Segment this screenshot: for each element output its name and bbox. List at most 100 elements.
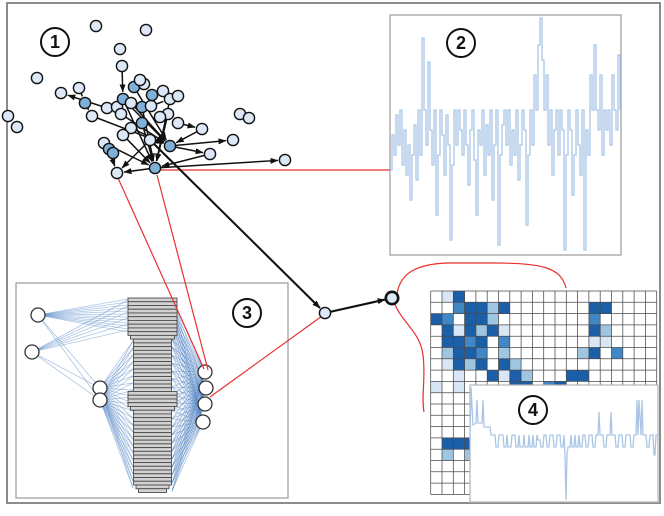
red-connector-chain-to-heatmap-top: [396, 262, 567, 295]
fan-edge: [171, 387, 207, 444]
spine-bar: [133, 435, 172, 441]
spine-bar: [133, 469, 172, 475]
fan-edge: [171, 354, 207, 389]
spine-bar: [133, 383, 172, 389]
red-connector-chain-to-bipartite: [209, 315, 323, 398]
heatmap-cell: [577, 347, 589, 359]
heatmap-cell: [442, 336, 454, 348]
fan-edge: [99, 340, 134, 389]
heatmap-cell: [475, 324, 488, 337]
network-node: [145, 88, 159, 102]
spine-bar: [133, 409, 172, 415]
fan-edge: [37, 313, 129, 316]
spine-bar: [133, 357, 172, 363]
network-node: [110, 166, 124, 180]
heatmap-cell: [600, 302, 612, 314]
network-node: [78, 96, 92, 110]
spine-bar: [127, 394, 178, 400]
heatmap-cell: [498, 358, 510, 371]
spine-bar: [127, 331, 178, 336]
bipartite-left-node: [24, 344, 40, 360]
network-node: [143, 133, 157, 147]
fan-edge: [171, 387, 207, 428]
heatmap-cell: [487, 313, 499, 325]
fan-edge: [37, 314, 129, 321]
heatmap-cell: [464, 347, 476, 359]
fan-edge: [171, 330, 204, 423]
heatmap-cell: [588, 313, 601, 325]
fan-edge: [37, 310, 129, 316]
heatmap-cell: [600, 336, 612, 348]
network-node: [72, 81, 86, 95]
fan-edge: [171, 403, 206, 460]
fan-edge: [171, 403, 206, 452]
spine-bar: [133, 346, 172, 351]
spine-bar: [127, 391, 178, 396]
spine-bar: [135, 484, 170, 490]
heatmap-cell: [442, 449, 454, 461]
fan-edge: [31, 305, 129, 353]
fan-edge: [171, 322, 206, 373]
spine-bar: [133, 447, 172, 452]
red-connector-lines: [117, 169, 567, 413]
spine-bar: [133, 454, 172, 460]
network-node: [148, 161, 162, 175]
spine-bar: [130, 334, 175, 340]
network-node: [1, 109, 15, 123]
spine-bar: [133, 353, 172, 359]
fan-edge: [99, 399, 134, 482]
network-edge: [121, 139, 151, 169]
figure-frame: [6, 2, 661, 504]
network-node: [144, 99, 158, 113]
heatmap-cell: [475, 347, 488, 359]
heatmap-cell: [498, 336, 510, 348]
red-connector-net-to-bipartite-a: [117, 177, 205, 370]
fan-edge: [171, 346, 206, 405]
fan-edge: [171, 338, 206, 373]
fan-edge: [171, 387, 207, 436]
fan-edge: [171, 354, 206, 405]
panel4-number-badge: 4: [518, 395, 548, 425]
spine-bar: [133, 477, 172, 482]
heatmap-cell: [442, 347, 454, 359]
spine-bar: [127, 312, 178, 318]
network-node: [203, 147, 217, 161]
network-node: [278, 153, 292, 167]
fan-edge: [99, 399, 134, 461]
network-node: [114, 107, 128, 121]
fan-edge: [99, 399, 134, 433]
heatmap-cell: [442, 324, 454, 337]
spine-bar: [133, 387, 172, 392]
heatmap-cell: [588, 324, 601, 337]
heatmap-cell: [588, 336, 601, 348]
panel4-series-line: [469, 386, 658, 501]
network-node: [106, 146, 120, 160]
heatmap-cell: [442, 358, 454, 371]
fan-edge: [171, 362, 206, 405]
fan-edge: [171, 371, 206, 420]
heatmap-cell: [521, 370, 533, 382]
network-node: [10, 120, 24, 134]
spine-bar: [133, 420, 172, 426]
spine-bar: [133, 424, 172, 430]
network-node: [153, 110, 167, 124]
network-node: [195, 122, 209, 136]
fan-edge: [99, 347, 134, 389]
fan-edge: [171, 370, 204, 423]
network-edge: [161, 153, 211, 168]
fan-edge: [171, 371, 206, 428]
heatmap-cell: [464, 324, 476, 337]
fan-edge: [31, 311, 129, 353]
fan-edge: [37, 314, 129, 324]
spine-bar: [133, 428, 172, 434]
bipartite-left-node: [30, 307, 46, 323]
fan-edge: [37, 307, 129, 316]
fan-edge: [37, 301, 129, 316]
fan-edge: [171, 421, 204, 484]
spine-bar: [138, 488, 167, 493]
spine-bar: [133, 480, 172, 486]
fan-edge: [99, 399, 134, 475]
bipartite-right-node: [197, 364, 213, 380]
heatmap-cell: [453, 381, 465, 393]
